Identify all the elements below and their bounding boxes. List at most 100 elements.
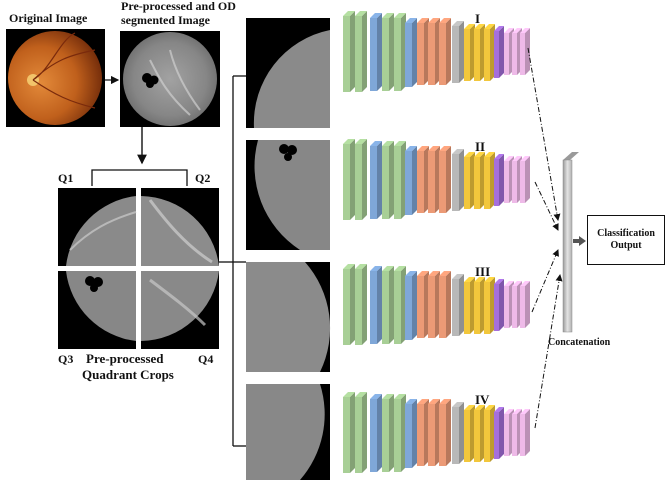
q4-label: Q4 (198, 352, 214, 366)
cnn-layer (394, 271, 401, 344)
cnn-layer-side (362, 392, 367, 473)
cnn-layer-side (401, 13, 406, 91)
cnn-layer-top (405, 399, 417, 404)
cnn-layer-side (480, 405, 485, 462)
cnn-layer (474, 410, 480, 462)
cnn-layer-side (412, 271, 417, 340)
cnn-layer-top (355, 264, 367, 269)
cnn-layer (520, 161, 525, 203)
cnn-layer (343, 397, 350, 473)
cnn-layer-top (484, 277, 495, 282)
cnn-layer-side (435, 146, 440, 213)
quadrant-crops-label-line1: Pre-processed (86, 351, 164, 366)
q3-label: Q3 (58, 352, 74, 366)
cnn-layer (417, 151, 424, 213)
cnn-layer (417, 404, 424, 466)
branch-label-4: IV (475, 392, 490, 407)
cnn-layer-side (435, 399, 440, 466)
cnn-layer-side (499, 154, 504, 206)
cnn-layer-top (464, 405, 475, 410)
cnn-layer (494, 159, 499, 206)
cnn-layer-top (520, 281, 530, 286)
cnn-layer-top (343, 264, 355, 269)
cnn-layer (452, 279, 459, 336)
cnn-layer-side (459, 274, 464, 336)
q2-label: Q2 (195, 171, 211, 185)
cnn-layer (504, 33, 509, 75)
cnn-layer-top (474, 405, 485, 410)
cnn-layer-side (499, 279, 504, 331)
preprocessed-segmented-image (120, 31, 220, 127)
branch-label-1: I (475, 11, 481, 26)
cnn-layer-top (439, 18, 451, 23)
cnn-layer-side (499, 26, 504, 78)
cnn-layer-side (401, 141, 406, 219)
cnn-layer-top (382, 13, 394, 18)
cnn-layer-side (389, 394, 394, 472)
cnn-layer-top (417, 399, 429, 404)
cnn-layer-side (377, 13, 382, 91)
cnn-layer (474, 29, 480, 81)
cnn-layer-top (355, 139, 367, 144)
cnn-layer (512, 414, 517, 456)
cnn-layer-side (377, 141, 382, 219)
cnn-layer-top (474, 277, 485, 282)
cnn-layer-top (439, 399, 451, 404)
preprocessed-image-label-line1: Pre-processed and OD (121, 0, 236, 13)
cnn-layer-top (520, 28, 530, 33)
cnn-layer-top (512, 409, 522, 414)
cnn-layer (355, 269, 362, 345)
branch-label-3: III (475, 264, 491, 279)
cnn-layer-top (494, 407, 504, 412)
cnn-layer (439, 404, 446, 466)
cnn-layer (452, 154, 459, 211)
cnn-layer-top (494, 279, 504, 284)
cnn-layer (504, 286, 509, 328)
cnn-layer-side (424, 146, 429, 213)
cnn-layer-top (343, 392, 355, 397)
cnn-layer-top (355, 392, 367, 397)
cnn-layer-side (389, 266, 394, 344)
branch-crop-2 (246, 140, 330, 250)
quadrant-crop-q1 (58, 188, 137, 266)
cnn-layer (343, 144, 350, 220)
cnn-layer-side (470, 24, 475, 81)
cnn-layer (464, 157, 470, 209)
cnn-layer-top (484, 152, 495, 157)
cnn-layer-side (470, 152, 475, 209)
cnn-layer (343, 16, 350, 92)
cnn-layer-top (370, 394, 382, 399)
cnn-layer-top (428, 18, 440, 23)
cnn-layer-top (452, 402, 464, 407)
cnn-layer (405, 23, 412, 87)
classification-output-line1: Classification (597, 227, 655, 239)
cnn-layer-side (459, 149, 464, 211)
cnn-layer (417, 276, 424, 338)
cnn-layer-side (350, 392, 355, 473)
cnn-layer-top (464, 277, 475, 282)
cnn-layer-top (494, 154, 504, 159)
cnn-layer-top (474, 152, 485, 157)
quadrant-crop-q2 (141, 188, 219, 266)
cnn-layer-top (417, 271, 429, 276)
cnn-layer (452, 26, 459, 83)
cnn-layer (405, 404, 412, 468)
concatenation-bar (562, 152, 579, 333)
cnn-layer (382, 271, 389, 344)
cnn-layer (520, 286, 525, 328)
cnn-stack-4 (343, 392, 530, 473)
cnn-layer (520, 414, 525, 456)
cnn-layer (382, 399, 389, 472)
cnn-layer-top (394, 266, 406, 271)
cnn-layer-side (490, 24, 495, 81)
cnn-layer (428, 404, 435, 466)
cnn-layer-side (350, 139, 355, 220)
cnn-layer-top (428, 146, 440, 151)
cnn-layer-side (525, 281, 530, 328)
cnn-layer (405, 151, 412, 215)
cnn-layer-side (424, 399, 429, 466)
classification-output-line2: Output (610, 240, 642, 251)
cnn-layer-side (525, 28, 530, 75)
cnn-layer (439, 151, 446, 213)
